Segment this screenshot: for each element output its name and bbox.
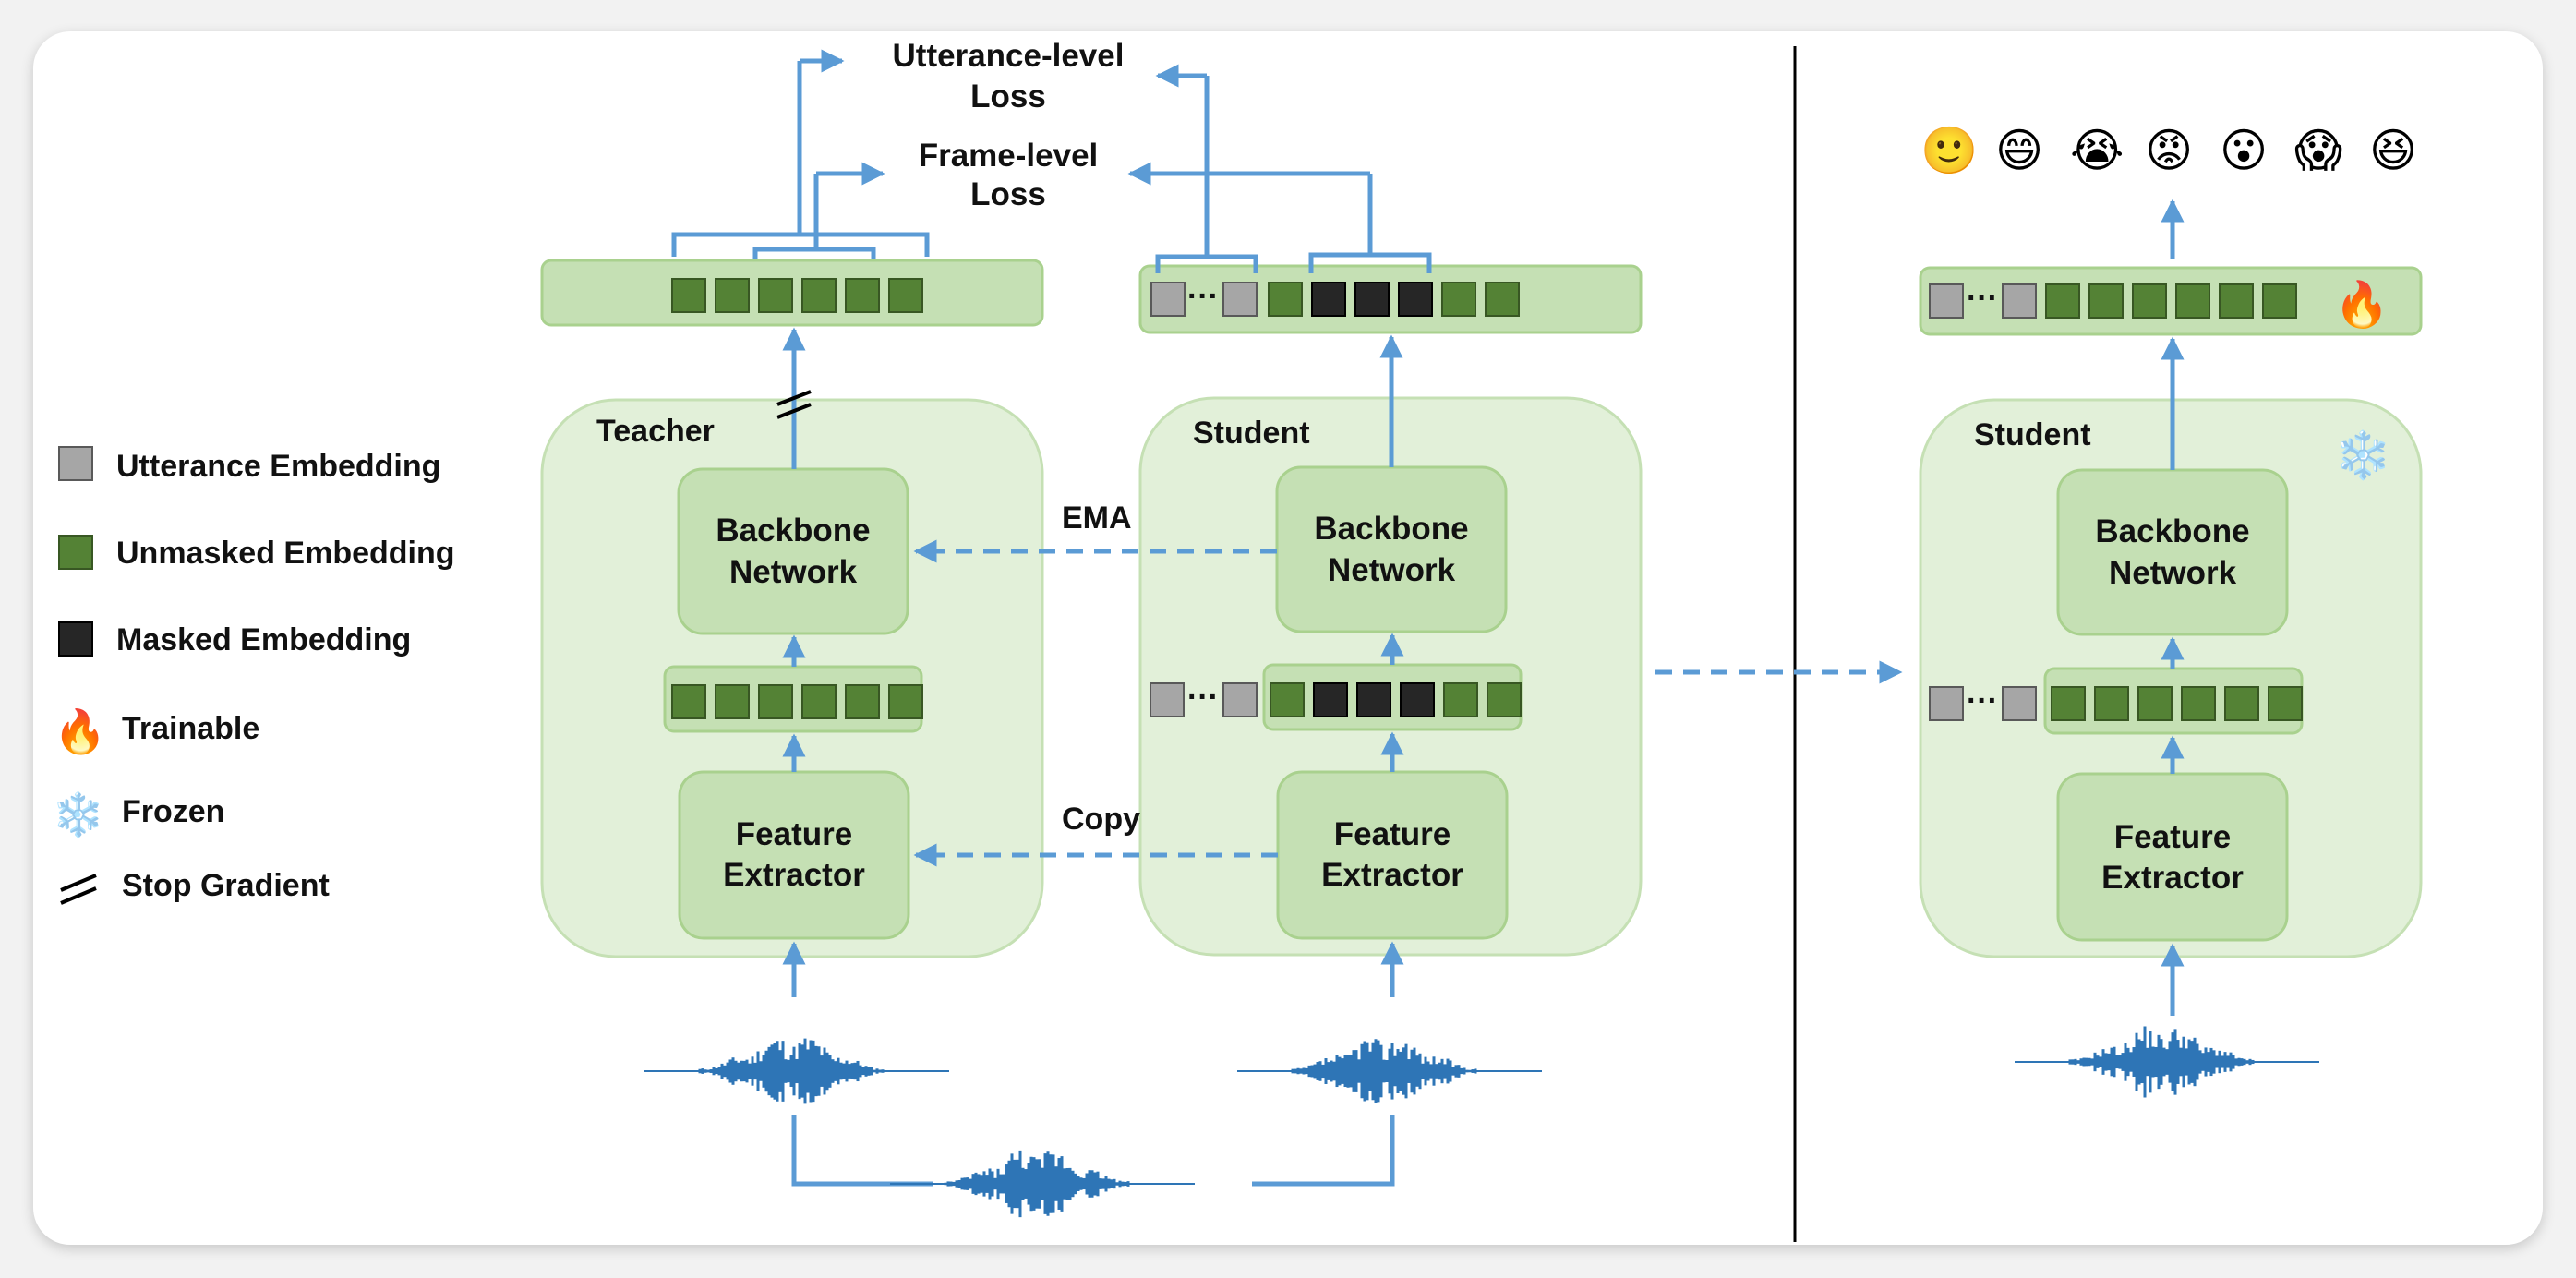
legend: Utterance Embedding Unmasked Embedding M…: [52, 446, 455, 905]
teacher-backbone-line1: Backbone: [716, 512, 870, 549]
arrows: [671, 49, 2185, 1187]
student-feature-utterance: [1150, 682, 1258, 717]
flame-icon: 🔥: [2334, 279, 2389, 330]
legend-masked-swatch: [58, 621, 93, 657]
legend-frozen-label: Frozen: [122, 794, 224, 829]
student-output-ellipsis: ···: [1187, 279, 1219, 314]
teacher-title: Teacher: [596, 414, 715, 449]
flame-icon: 🔥: [54, 707, 106, 756]
finetune-backbone-line1: Backbone: [2095, 513, 2249, 549]
legend-stop-gradient-label: Stop Gradient: [122, 868, 330, 903]
crying-emoji-icon: 😭: [2070, 125, 2124, 176]
grin-emoji-icon: 😄: [1995, 125, 2043, 176]
laughing-emoji-icon: 😆: [2369, 125, 2417, 176]
ema-label: EMA: [1062, 500, 1132, 536]
student-backbone-box: [1275, 465, 1508, 633]
scream-emoji-icon: 😱: [2294, 125, 2342, 176]
finetune-student-block: Student ❄️ Backbone Network Feature Extr…: [1919, 398, 2423, 958]
stop-gradient-icon: [776, 390, 812, 419]
finetune-output-utterance: [1929, 283, 2037, 319]
finetune-backbone-line2: Network: [2109, 555, 2237, 591]
finetune-backbone-box: [2056, 468, 2289, 636]
legend-utterance-label: Utterance Embedding: [116, 449, 440, 484]
utterance-loss-label-line2: Loss: [970, 78, 1046, 115]
teacher-input-waveform: [644, 1038, 949, 1104]
student-extractor-line1: Feature: [1334, 816, 1451, 852]
finetune-output-embeddings: [2045, 283, 2297, 319]
student-feature-ellipsis: ···: [1187, 680, 1219, 715]
finetune-feature-utterance: [1929, 686, 2037, 721]
surprised-emoji-icon: 😮: [2220, 125, 2268, 176]
waveforms: [644, 1026, 2319, 1218]
student-block: Student Backbone Network Feature Extract…: [1138, 396, 1643, 957]
frame-loss-label-line1: Frame-level: [919, 138, 1099, 174]
legend-utterance-swatch: [58, 446, 93, 481]
emotion-outputs: 🙂 😄 😭 😡 😮 😱 😆: [1920, 125, 2417, 176]
source-audio-waveform: [890, 1150, 1195, 1218]
snowflake-icon: ❄️: [2334, 428, 2391, 481]
student-output-embeddings: [1268, 282, 1520, 317]
finetune-feature-embeddings: [2051, 686, 2303, 721]
stop-gradient-icon: [60, 874, 97, 905]
snowflake-icon: ❄️: [52, 790, 104, 839]
teacher-backbone-box: [677, 467, 909, 635]
legend-masked-label: Masked Embedding: [116, 622, 411, 657]
finetune-input-waveform: [2015, 1026, 2319, 1098]
teacher-extractor-box: [678, 770, 910, 940]
finetune-extractor-line2: Extractor: [2101, 860, 2244, 896]
finetune-output-ellipsis: ···: [1967, 281, 1998, 316]
finetune-extractor-box: [2056, 772, 2289, 942]
student-extractor-line2: Extractor: [1321, 857, 1463, 893]
student-title: Student: [1193, 416, 1310, 451]
teacher-block: Teacher Backbone Network Feature Extract…: [540, 398, 1044, 958]
student-backbone-line2: Network: [1328, 552, 1456, 588]
angry-emoji-icon: 😡: [2145, 125, 2193, 176]
student-input-waveform: [1237, 1039, 1542, 1103]
teacher-output-embeddings: [671, 278, 923, 313]
legend-trainable-label: Trainable: [122, 711, 259, 746]
utterance-loss-label-line1: Utterance-level: [893, 38, 1125, 74]
finetune-feature-ellipsis: ···: [1967, 683, 1998, 718]
finetune-student-title: Student: [1974, 417, 2091, 452]
teacher-feature-embeddings: [671, 684, 923, 719]
teacher-backbone-line2: Network: [729, 554, 858, 590]
legend-unmasked-label: Unmasked Embedding: [116, 536, 455, 571]
frame-loss-label-line2: Loss: [970, 176, 1046, 212]
teacher-extractor-line2: Extractor: [723, 857, 865, 893]
legend-unmasked-swatch: [58, 535, 93, 570]
copy-label: Copy: [1062, 802, 1140, 837]
slight-smile-emoji-icon: 🙂: [1920, 125, 1978, 176]
student-feature-embeddings: [1270, 682, 1522, 717]
student-backbone-line1: Backbone: [1314, 511, 1468, 547]
student-output-utterance: [1150, 282, 1258, 317]
dashed-arrows: [913, 539, 1903, 867]
finetune-extractor-line1: Feature: [2114, 819, 2231, 855]
teacher-extractor-line1: Feature: [736, 816, 852, 852]
student-extractor-box: [1276, 770, 1509, 940]
